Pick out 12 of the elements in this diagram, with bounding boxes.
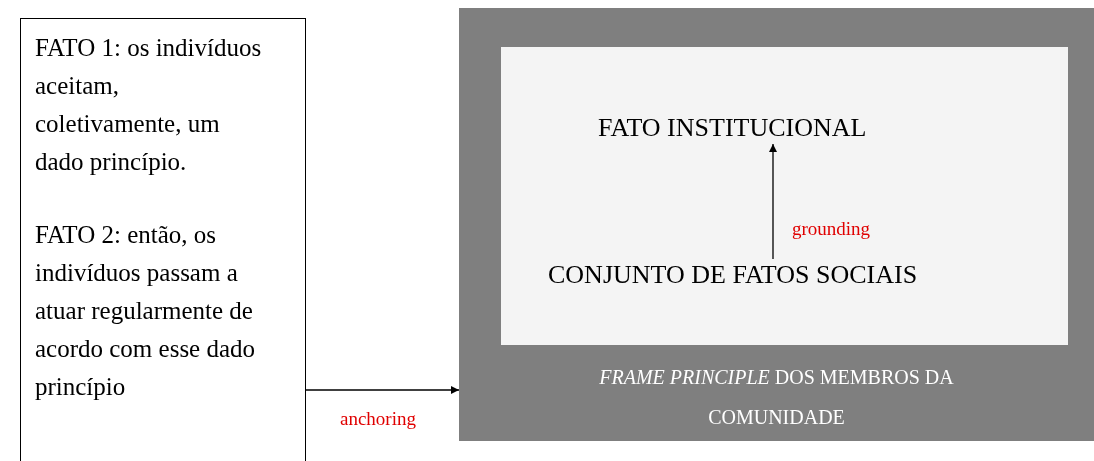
concept-text: FATO INSTITUCIONAL bbox=[598, 112, 867, 144]
frame-caption: FRAME PRINCIPLE DOS MEMBROS DA COMUNIDADE bbox=[598, 365, 955, 430]
edge-label: grounding bbox=[792, 218, 871, 240]
inner-panel bbox=[501, 47, 1068, 345]
text-box bbox=[20, 18, 306, 461]
edge-label: anchoring bbox=[340, 408, 416, 430]
fact-paragraph: FATO 2: então, os indivíduos passam a atuar regularmente de acordo com esse dado princípio bbox=[35, 220, 257, 402]
concept-text: CONJUNTO DE FATOS SOCIAIS bbox=[548, 259, 918, 291]
arrow bbox=[305, 386, 460, 394]
fact-paragraph: FATO 1: os indivíduos aceitam, coletivamente, um dado princípio. bbox=[35, 33, 263, 177]
arrow bbox=[769, 143, 777, 260]
frame-panel bbox=[459, 8, 1094, 441]
